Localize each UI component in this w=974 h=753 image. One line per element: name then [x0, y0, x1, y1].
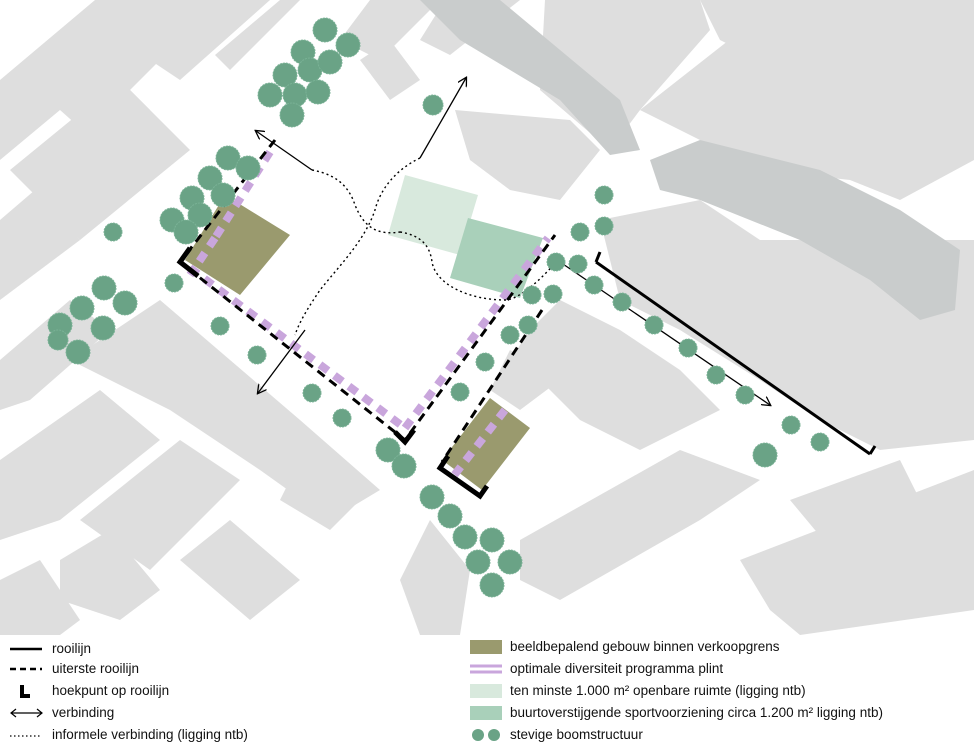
legend-label: beeldbepalend gebouw binnen verkoopgrens: [510, 639, 780, 654]
purple-stripe-icon: [470, 660, 510, 678]
green-swatch-icon: [470, 704, 510, 722]
tree-icon: [475, 352, 495, 372]
legend-label: stevige boomstructuur: [510, 727, 643, 742]
tree-icon: [500, 325, 520, 345]
olive-swatch-icon: [470, 638, 510, 656]
legend-item-verbinding: verbinding: [8, 703, 114, 723]
legend-label: rooilijn: [52, 641, 92, 656]
tree-icon: [305, 79, 331, 105]
tree-icon: [543, 284, 563, 304]
legend-label: hoekpunt op rooilijn: [52, 683, 170, 698]
tree-icon: [210, 182, 236, 208]
tree-icon: [546, 252, 566, 272]
tree-icon: [279, 102, 305, 128]
plinth-stripes-left: [186, 149, 552, 432]
trees-icon: [470, 726, 510, 744]
tree-icon: [173, 219, 199, 245]
tree-icon: [479, 527, 505, 553]
light-green-swatch-icon: [470, 682, 510, 700]
tree-icon: [391, 453, 417, 479]
tree-icon: [112, 290, 138, 316]
tree-icon: [312, 17, 338, 43]
legend-item-boomstructuur: stevige boomstructuur: [470, 725, 643, 745]
tree-icon: [450, 382, 470, 402]
tree-icon: [422, 94, 444, 116]
tree-icon: [452, 524, 478, 550]
tree-icon: [317, 49, 343, 75]
legend-label: optimale diversiteit programma plint: [510, 661, 724, 676]
tree-icon: [90, 315, 116, 341]
legend-label: ten minste 1.000 m² openbare ruimte (lig…: [510, 683, 806, 698]
tree-icon: [235, 155, 261, 181]
connection-arrows: [256, 78, 770, 405]
tree-icon: [437, 503, 463, 529]
dotted-line-icon: [8, 726, 52, 744]
tree-icon: [497, 549, 523, 575]
tree-icon: [187, 202, 213, 228]
legend-item-uiterste-rooilijn: uiterste rooilijn: [8, 659, 139, 679]
tree-icon: [518, 315, 538, 335]
tree-icon: [302, 383, 322, 403]
tree-icon: [594, 216, 614, 236]
dashed-line-icon: [8, 660, 52, 678]
tree-icon: [375, 437, 401, 463]
legend-label: buurtoverstijgende sportvoorziening circ…: [510, 705, 883, 720]
corner-point-icon: [8, 682, 52, 700]
legend-item-openbare-ruimte: ten minste 1.000 m² openbare ruimte (lig…: [470, 681, 806, 701]
legend-label: uiterste rooilijn: [52, 661, 140, 676]
double-arrow-icon: [8, 704, 52, 722]
tree-icon: [644, 315, 664, 335]
tree-icon: [197, 165, 223, 191]
legend-item-plint: optimale diversiteit programma plint: [470, 659, 723, 679]
tree-icon: [584, 275, 604, 295]
tree-icon: [247, 345, 267, 365]
legend-item-informele-verbinding: informele verbinding (ligging ntb): [8, 725, 248, 745]
legend-item-rooilijn: rooilijn: [8, 639, 91, 659]
tree-icon: [706, 365, 726, 385]
tree-icon: [678, 338, 698, 358]
legend-label: verbinding: [52, 705, 115, 720]
legend-item-sportvoorziening: buurtoverstijgende sportvoorziening circ…: [470, 703, 883, 723]
tree-icon: [419, 484, 445, 510]
legend-item-hoekpunt: hoekpunt op rooilijn: [8, 681, 169, 701]
tree-icon: [810, 432, 830, 452]
tree-icon: [522, 285, 542, 305]
tree-icon: [335, 32, 361, 58]
site-plan-map: [0, 0, 974, 635]
tree-icon: [735, 385, 755, 405]
building-line-right: [595, 260, 871, 456]
tree-icon: [594, 185, 614, 205]
tree-icon: [479, 572, 505, 598]
legend-label: informele verbinding (ligging ntb): [52, 727, 248, 742]
tree-icon: [612, 292, 632, 312]
tree-icon: [65, 339, 91, 365]
tree-icon: [215, 145, 241, 171]
plinth-stripes-right: [448, 407, 509, 481]
tree-icon: [91, 275, 117, 301]
tree-icon: [69, 295, 95, 321]
landmark-building-left: [185, 195, 290, 295]
tree-icon: [465, 549, 491, 575]
tree-structure: [47, 17, 830, 598]
tree-icon: [210, 316, 230, 336]
landmark-building-right: [442, 398, 530, 490]
canals: [420, 0, 960, 320]
legend-item-beeldbepalend: beeldbepalend gebouw binnen verkoopgrens: [470, 637, 779, 657]
tree-icon: [752, 442, 778, 468]
corner-points: [176, 246, 490, 500]
solid-line-icon: [8, 640, 52, 658]
map-legend: rooilijn uiterste rooilijn hoekpunt op r…: [0, 635, 974, 753]
tree-icon: [164, 273, 184, 293]
tree-icon: [272, 62, 298, 88]
tree-icon: [570, 222, 590, 242]
tree-icon: [568, 254, 588, 274]
tree-icon: [47, 329, 69, 351]
tree-icon: [257, 82, 283, 108]
tree-icon: [781, 415, 801, 435]
tree-icon: [332, 408, 352, 428]
tree-icon: [103, 222, 123, 242]
